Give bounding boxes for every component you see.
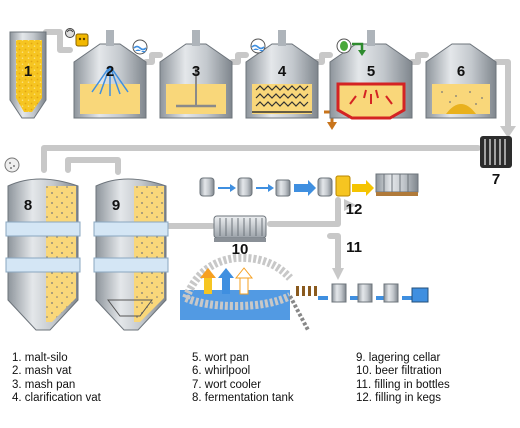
step-number-3: 3 bbox=[192, 63, 200, 80]
arrow-to-kegs bbox=[344, 199, 356, 211]
wort-cooler bbox=[480, 136, 512, 168]
keg-filling-line bbox=[199, 173, 419, 197]
pipe-10-to-12 bbox=[267, 197, 341, 227]
pipe-6-to-cooler bbox=[493, 59, 511, 131]
lagering-cellar bbox=[93, 178, 169, 331]
legend-item: 9. lagering cellar bbox=[356, 352, 441, 364]
step-number-10: 10 bbox=[232, 241, 249, 258]
hops-icon bbox=[336, 38, 366, 56]
step-number-12: 12 bbox=[346, 201, 363, 218]
step-number-7: 7 bbox=[492, 171, 500, 188]
pipe-2-to-3 bbox=[143, 52, 163, 65]
legend-item: 4. clarification vat bbox=[12, 392, 101, 405]
step-number-6: 6 bbox=[457, 63, 465, 80]
legend-item: 5. wort pan bbox=[192, 352, 249, 364]
legend-item: 10. beer filtration bbox=[356, 365, 442, 378]
pipe-8-to-9 bbox=[65, 157, 121, 175]
mash-vat bbox=[73, 30, 147, 119]
malt-silo bbox=[9, 31, 47, 119]
legend-item: 7. wort cooler bbox=[192, 378, 262, 391]
step-numbers: 1 2 3 4 5 6 7 8 9 10 11 12 bbox=[24, 63, 500, 258]
yeast-icon bbox=[4, 157, 20, 173]
legend-item: 12. filling in kegs bbox=[356, 392, 442, 405]
legend-item: 2. mash vat bbox=[12, 365, 72, 378]
wort-pan bbox=[329, 30, 413, 120]
pipe-silo-to-mash-vat bbox=[43, 29, 73, 53]
pipe-3-to-4 bbox=[229, 52, 249, 65]
legend-item: 11. filling in bottles bbox=[356, 378, 450, 391]
step-number-2: 2 bbox=[106, 63, 114, 80]
beer-filter bbox=[213, 215, 267, 242]
arrow-to-cooler bbox=[500, 126, 516, 138]
step-number-4: 4 bbox=[278, 63, 287, 80]
legend-item: 1. malt-silo bbox=[12, 352, 68, 364]
legend-item: 8. fermentation tank bbox=[192, 392, 294, 405]
legend-item: 3. mash pan bbox=[12, 378, 76, 391]
step-number-11: 11 bbox=[346, 239, 362, 256]
fermentation-tank bbox=[4, 157, 81, 331]
pipe-5-to-6 bbox=[409, 52, 429, 65]
water-icon bbox=[250, 38, 266, 54]
whirlpool bbox=[425, 43, 497, 119]
malt-bag-icon bbox=[65, 28, 89, 47]
pipe-10-to-11 bbox=[327, 233, 341, 275]
bottle-filling-line bbox=[180, 253, 429, 331]
legend-column-3: 9. lagering cellar 10. beer filtration 1… bbox=[356, 352, 450, 406]
step-number-9: 9 bbox=[112, 197, 120, 214]
step-number-8: 8 bbox=[24, 197, 32, 214]
pipe-4-to-5 bbox=[313, 52, 333, 65]
water-icon bbox=[132, 39, 148, 55]
pipe-cooler-to-tank8 bbox=[41, 145, 481, 173]
mash-pan bbox=[159, 30, 233, 119]
legend-column-1: 1. malt-silo 2. mash vat 3. mash pan 4. … bbox=[12, 352, 101, 406]
legend-item: 6. whirlpool bbox=[192, 365, 251, 378]
keg-pallet bbox=[375, 173, 419, 196]
step-number-5: 5 bbox=[367, 63, 375, 80]
step-number-1: 1 bbox=[24, 63, 32, 80]
pipes bbox=[41, 29, 511, 275]
clarification-vat bbox=[245, 30, 337, 130]
legend-column-2: 5. wort pan 6. whirlpool 7. wort cooler … bbox=[192, 352, 294, 406]
arrow-to-bottles bbox=[332, 268, 344, 280]
